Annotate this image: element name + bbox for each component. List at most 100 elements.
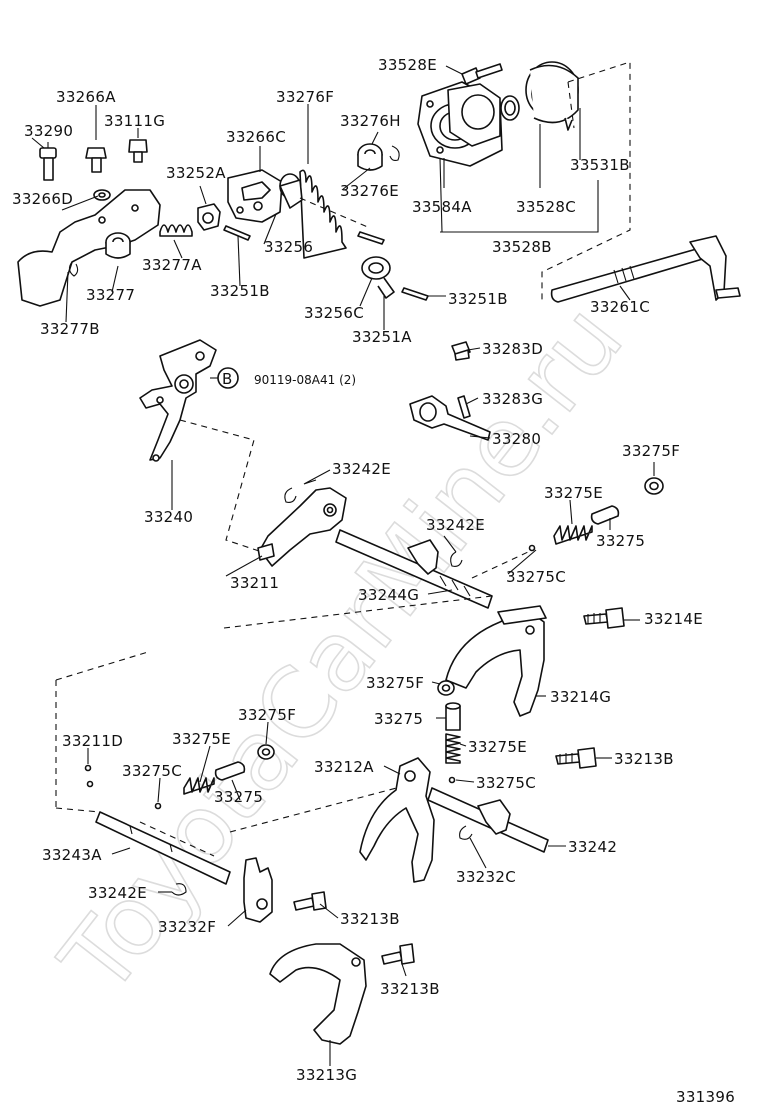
label-33276h: 33276H — [340, 112, 401, 130]
label-90119: 90119-08A41 (2) — [254, 373, 356, 387]
label-33275e-1: 33275E — [544, 484, 603, 502]
pin-33251b — [223, 225, 251, 241]
pin-33251a-right — [401, 287, 429, 301]
lever-33256 — [279, 179, 371, 229]
label-33213b-2: 33213B — [340, 910, 400, 928]
housing-33266d — [17, 189, 161, 307]
seal-33528c — [500, 95, 520, 121]
label-33252a: 33252A — [166, 164, 226, 182]
label-33212a: 33212A — [314, 758, 374, 776]
lever-33232f — [243, 857, 273, 923]
label-33251b-2: 33251B — [448, 290, 508, 308]
spring-33277a — [159, 224, 193, 237]
group-frame-top-right — [541, 61, 631, 300]
fork-33211 — [257, 487, 347, 567]
bushing-33277 — [105, 232, 131, 259]
plug-33275f-2 — [437, 680, 455, 696]
ball-33275c-2 — [448, 776, 456, 784]
callout-b-letter: B — [222, 370, 233, 388]
plunger-33275-3 — [214, 761, 246, 781]
watermark: ToyotaCarMine.ru — [39, 284, 644, 1015]
detent-33211d — [84, 764, 94, 788]
label-33277a: 33277A — [142, 256, 202, 274]
label-33275f-2: 33275F — [366, 674, 424, 692]
label-33256c: 33256C — [304, 304, 364, 322]
ball-33275c-3 — [154, 802, 162, 810]
label-33276f: 33276F — [276, 88, 334, 106]
spring-33275e-3 — [183, 777, 215, 795]
label-33275f-1: 33275F — [622, 442, 680, 460]
bolt-33213b-1 — [555, 747, 597, 769]
label-33275c-3: 33275C — [476, 774, 536, 792]
clip-33277b — [68, 261, 79, 277]
bolt-33266a — [85, 105, 107, 173]
label-33277: 33277 — [86, 286, 135, 304]
selector-33280 — [409, 395, 491, 441]
label-33232c: 33232C — [456, 868, 516, 886]
bolt-33528e — [461, 63, 503, 85]
clip-33242e-3 — [171, 883, 187, 896]
screw-33111g — [128, 128, 148, 163]
label-33584a: 33584A — [412, 198, 472, 216]
plug-33275f-3 — [257, 744, 275, 760]
bolt-33213b-3 — [381, 943, 415, 965]
label-33242e-3: 33242E — [88, 884, 147, 902]
group-frame-mid-left — [179, 419, 263, 553]
collar-33276e — [357, 143, 383, 171]
label-33256: 33256 — [264, 238, 313, 256]
fork-33213g — [269, 943, 367, 1045]
shift-head-33266c — [227, 169, 283, 223]
label-33290: 33290 — [24, 122, 73, 140]
label-33213g: 33213G — [296, 1066, 357, 1084]
bolt-33214e — [583, 607, 625, 629]
bolt-33213b-2 — [293, 891, 327, 911]
label-33528e: 33528E — [378, 56, 437, 74]
label-33275-3: 33275 — [214, 788, 263, 806]
shaft-33244g — [335, 529, 493, 609]
label-33240: 33240 — [144, 508, 193, 526]
label-33275-2: 33275 — [374, 710, 423, 728]
pin-33251b-2 — [357, 231, 385, 245]
label-33266c: 33266C — [226, 128, 286, 146]
label-33111g: 33111G — [104, 112, 165, 130]
label-33275e-2: 33275E — [172, 730, 231, 748]
label-33277b: 33277B — [40, 320, 100, 338]
bearing-retainer-33528b — [447, 83, 501, 147]
plug-33283d — [451, 341, 471, 361]
clip-33232c — [459, 825, 473, 840]
label-33283g: 33283G — [482, 390, 543, 408]
seat-33252a — [197, 203, 221, 231]
label-33280: 33280 — [492, 430, 541, 448]
label-33214e: 33214E — [644, 610, 703, 628]
plunger-33275-1 — [590, 505, 620, 525]
label-33528b: 33528B — [492, 238, 552, 256]
label-33211d: 33211D — [62, 732, 123, 750]
label-33275-1: 33275 — [596, 532, 645, 550]
spring-33275e-2 — [445, 733, 461, 764]
label-33276e: 33276E — [340, 182, 399, 200]
clip-33276h — [389, 145, 400, 162]
label-33275c-1: 33275C — [506, 568, 566, 586]
fork-33212a — [359, 757, 435, 883]
label-33232f: 33232F — [158, 918, 216, 936]
label-33266d: 33266D — [12, 190, 73, 208]
gasket-33266d-detail — [93, 189, 111, 201]
label-33528c: 33528C — [516, 198, 576, 216]
label-33283d: 33283D — [482, 340, 543, 358]
part-labels: 33528E 33266A 33276F 33290 33111G 33276H… — [12, 56, 735, 1106]
label-33242e-2: 33242E — [426, 516, 485, 534]
label-33531b: 33531B — [570, 156, 630, 174]
pin-33283g — [457, 395, 471, 419]
label-33275f-3: 33275F — [238, 706, 296, 724]
shaft-33261c — [550, 235, 741, 303]
plug-33290 — [39, 142, 57, 181]
label-33213b-3: 33213B — [380, 980, 440, 998]
ball-33275c-1 — [528, 544, 536, 552]
label-33261c: 33261C — [590, 298, 650, 316]
plug-33275f-1 — [644, 477, 664, 495]
callout-b: B — [217, 367, 239, 389]
seal-33531b — [525, 61, 579, 131]
label-33251a: 33251A — [352, 328, 412, 346]
